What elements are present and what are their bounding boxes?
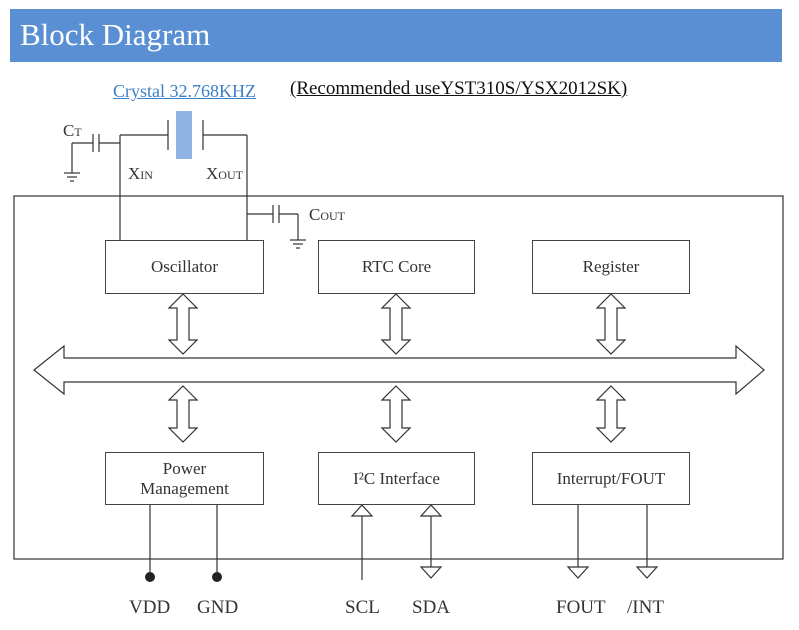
oscillator-label: Oscillator [150, 257, 219, 276]
sda-arrow-top [419, 504, 443, 517]
vdd-terminal [145, 572, 155, 582]
register-block: Register [532, 240, 690, 294]
xin-label: XIN [128, 164, 153, 183]
pin-label-int: /INT [627, 597, 664, 618]
ct-label: CT [63, 121, 82, 140]
power-label-line1: Power [162, 458, 207, 478]
register-bus-arrow [595, 293, 627, 355]
interrupt-bus-arrow [595, 385, 627, 443]
internal-bus-arrow [33, 344, 765, 396]
crystal-link[interactable]: Crystal 32.768KHZ [113, 81, 256, 101]
register-label: Register [582, 257, 640, 276]
pin-label-scl: SCL [345, 597, 380, 618]
interrupt-label: Interrupt/FOUT [556, 468, 666, 488]
chip-outline [13, 195, 784, 560]
power-management-block: Power Management [105, 452, 264, 505]
pin-label-fout: FOUT [556, 597, 606, 618]
i2c-interface-block: I²C Interface [318, 452, 475, 505]
interrupt-fout-block: Interrupt/FOUT [532, 452, 690, 505]
header-bar: Block Diagram [10, 9, 782, 62]
i2c-bus-arrow [380, 385, 412, 443]
oscillator-block: Oscillator [105, 240, 264, 294]
pin-label-vdd: VDD [129, 597, 171, 618]
pin-label-sda: SDA [412, 597, 451, 618]
power-label-line2: Management [140, 478, 229, 498]
page-title: Block Diagram [20, 17, 211, 52]
cout-label: COUT [309, 205, 346, 224]
power-bus-arrow [167, 385, 199, 443]
fout-arrow [566, 566, 590, 579]
pin-label-gnd: GND [197, 597, 239, 618]
rtc-core-block: RTC Core [318, 240, 475, 294]
int-arrow [635, 566, 659, 579]
crystal-recommendation: (Recommended useYST310S/YSX2012SK) [290, 78, 628, 99]
oscillator-bus-arrow [167, 293, 199, 355]
gnd-terminal [212, 572, 222, 582]
rtc-core-bus-arrow [380, 293, 412, 355]
scl-arrow [350, 504, 374, 517]
crystal-symbol [176, 111, 192, 159]
rtc-core-label: RTC Core [361, 257, 432, 276]
xout-label: XOUT [206, 164, 243, 183]
sda-arrow-bottom [419, 566, 443, 579]
i2c-label: I²C Interface [353, 468, 440, 488]
